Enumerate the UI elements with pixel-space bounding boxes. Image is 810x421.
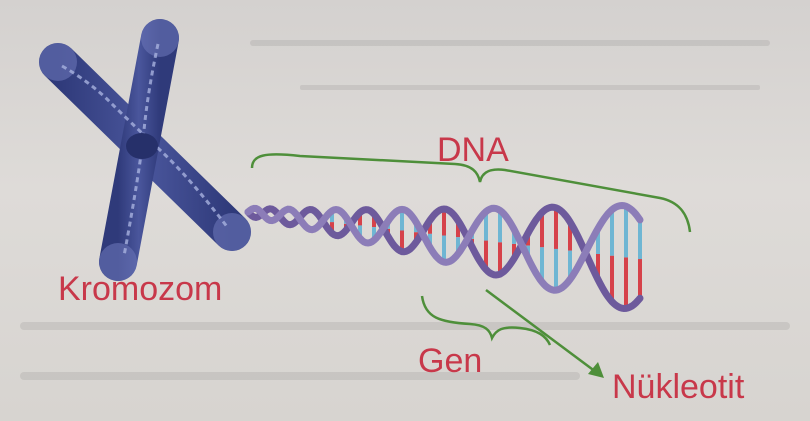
chromosome-tip <box>39 43 77 81</box>
nucleotide-label: Nükleotit <box>612 370 744 404</box>
chromosome-tip <box>141 19 179 57</box>
gen-bracket <box>422 296 550 345</box>
centromere <box>126 133 158 159</box>
gene-label: Gen <box>418 344 482 378</box>
nucleotide-arrow <box>486 290 604 378</box>
dna-label: DNA <box>437 133 509 167</box>
chromosome-label: Kromozom <box>58 272 222 306</box>
dna-helix <box>248 206 640 309</box>
chromosome-tip <box>213 213 251 251</box>
chromosome <box>39 19 251 281</box>
